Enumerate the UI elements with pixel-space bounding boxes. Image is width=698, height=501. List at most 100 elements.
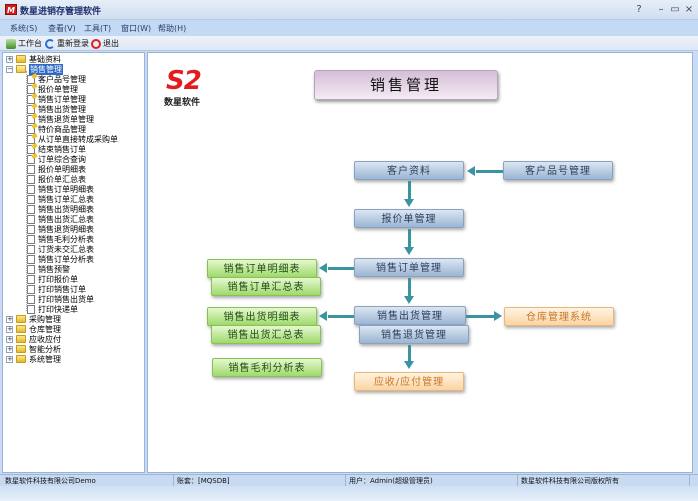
tree-label: 销售毛利分析表 [38,234,94,244]
node-shipment[interactable]: 销售出货管理 [354,306,466,325]
tree-label: 销售退货明细表 [38,224,94,234]
title-bar: M 数星进销存管理软件 ? – ▭ × [0,0,698,20]
tree-item-report[interactable]: 打印销售出货单 [27,294,94,304]
menu-system[interactable]: 系统(S) [10,24,38,33]
tree-item-report[interactable]: 销售出货明细表 [27,204,94,214]
menu-bar: 系统(S) 查看(V) 工具(T) 窗口(W) 帮助(H) [0,20,698,36]
tree-item-module[interactable]: + 仓库管理 [6,324,61,334]
tree-item-module[interactable]: + 系统管理 [6,354,61,364]
node-return[interactable]: 销售退货管理 [359,325,469,344]
expand-icon[interactable]: + [6,54,13,63]
status-bar: 数星软件科技有限公司Demo 账套：[MQSDB] 用户：Admin(超级管理员… [0,474,698,487]
tree-item-child[interactable]: 结束销售订单 [27,144,86,154]
tree-item-child[interactable]: 销售退货单管理 [27,114,94,124]
tree-item-report[interactable]: 打印报价单 [27,274,78,284]
tree-label: 系统管理 [29,354,61,364]
node-quotation[interactable]: 报价单管理 [354,209,464,228]
tree-item-report[interactable]: 销售预警 [27,264,70,274]
tree-item-child[interactable]: 从订单直接转成采购单 [27,134,118,144]
tree-label: 基础资料 [29,54,61,64]
tree-item-child[interactable]: 订单综合查询 [27,154,86,164]
arrow-head-icon [404,296,414,304]
node-gross-profit[interactable]: 销售毛利分析表 [212,358,322,377]
expand-icon[interactable]: + [6,344,13,353]
brand-logo: S2 [166,66,202,96]
node-ar-ap[interactable]: 应收/应付管理 [354,372,464,391]
tree-item-report[interactable]: 报价单汇总表 [27,174,86,184]
tree-item-report[interactable]: 报价单明细表 [27,164,86,174]
node-shipment-detail[interactable]: 销售出货明细表 [207,307,317,326]
tree-item-sales-management[interactable]: − 销售管理 [6,63,63,75]
relogin-button[interactable]: 重新登录 [45,38,89,49]
tree-item-report[interactable]: 打印销售订单 [27,284,86,294]
report-document-icon [27,264,35,274]
tree-item-report[interactable]: 销售订单汇总表 [27,194,94,204]
report-document-icon [27,174,35,184]
report-document-icon [27,254,35,264]
node-sales-order[interactable]: 销售订单管理 [354,258,464,277]
tree-item-report[interactable]: 销售毛利分析表 [27,234,94,244]
tree-label: 客户品号管理 [38,74,86,84]
monitor-icon [6,38,16,49]
tree-item-report[interactable]: 打印快递单 [27,304,78,314]
expand-icon[interactable]: + [6,324,13,333]
tree-label: 打印销售出货单 [38,294,94,304]
status-copyright: 数星软件科技有限公司版权所有 [518,475,690,487]
expand-icon[interactable]: + [6,334,13,343]
brand-name: 数星软件 [164,98,201,108]
help-button[interactable]: ? [636,4,642,15]
folder-icon [16,345,26,353]
menu-window[interactable]: 窗口(W) [121,24,152,33]
minimize-button[interactable]: – [658,4,664,15]
workbench-label: 工作台 [18,39,42,48]
arrow-head-icon [404,199,414,207]
tree-label: 仓库管理 [29,324,61,334]
expand-icon[interactable]: + [6,354,13,363]
tree-label: 销售出货管理 [38,104,86,114]
node-order-summary[interactable]: 销售订单汇总表 [211,277,321,296]
tree-item-report[interactable]: 销售订单明细表 [27,184,94,194]
node-order-detail[interactable]: 销售订单明细表 [207,259,317,278]
node-shipment-summary[interactable]: 销售出货汇总表 [211,325,321,344]
folder-icon [16,315,26,323]
report-document-icon [27,224,35,234]
report-document-icon [27,214,35,224]
menu-view[interactable]: 查看(V) [48,24,76,33]
arrow-connector [408,181,411,201]
tree-item-report[interactable]: 销售订单分析表 [27,254,94,264]
exit-button[interactable]: 退出 [91,38,119,49]
edit-document-icon [27,134,35,144]
tree-label: 打印报价单 [38,274,78,284]
toolbar: 工作台 重新登录 退出 [0,36,698,51]
tree-item-basic-data[interactable]: + 基础资料 [6,54,61,64]
tree-label: 结束销售订单 [38,144,86,154]
collapse-icon[interactable]: − [6,64,13,73]
edit-document-icon [27,114,35,124]
tree-label: 打印快递单 [38,304,78,314]
workbench-button[interactable]: 工作台 [6,38,42,49]
tree-label: 销售订单汇总表 [38,194,94,204]
node-warehouse-system[interactable]: 仓库管理系统 [504,307,614,326]
tree-item-report[interactable]: 销售出货汇总表 [27,214,94,224]
maximize-button[interactable]: ▭ [670,4,680,15]
tree-item-module[interactable]: +智能分析 [6,344,61,354]
tree-label: 销售出货明细表 [38,204,94,214]
tree-item-child[interactable]: 销售订单管理 [27,94,86,104]
tree-item-report[interactable]: 订货未交汇总表 [27,244,94,254]
tree-item-module[interactable]: +应收应付 [6,334,61,344]
tree-item-child[interactable]: 特价商品管理 [27,124,86,134]
menu-tools[interactable]: 工具(T) [84,24,112,33]
open-folder-icon [16,65,26,73]
node-customer-info[interactable]: 客户资料 [354,161,464,180]
close-button[interactable]: × [684,4,694,15]
tree-item-module[interactable]: +采购管理 [6,314,61,324]
tree-item-report[interactable]: 销售退货明细表 [27,224,94,234]
tree-item-child[interactable]: 客户品号管理 [27,74,86,84]
tree-item-child[interactable]: 报价单管理 [27,84,78,94]
expand-icon[interactable]: + [6,314,13,323]
tree-label: 报价单汇总表 [38,174,86,184]
navigation-tree[interactable]: + 基础资料 − 销售管理 客户品号管理报价单管理销售订单管理销售出货管理销售退… [2,52,145,473]
node-customer-part-no[interactable]: 客户品号管理 [503,161,613,180]
menu-help[interactable]: 帮助(H) [158,24,187,33]
tree-item-child[interactable]: 销售出货管理 [27,104,86,114]
